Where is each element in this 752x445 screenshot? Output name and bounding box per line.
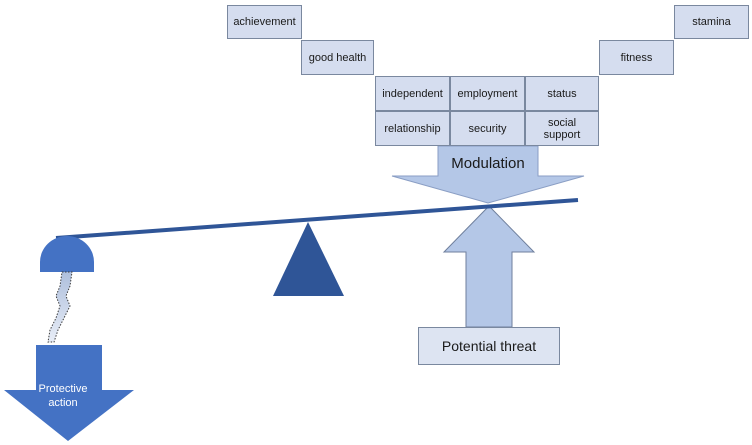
factor-good-health: good health — [301, 40, 374, 75]
modulation-arrow — [391, 145, 585, 204]
factor-status: status — [525, 76, 599, 111]
factor-security: security — [450, 111, 525, 146]
dome-weight — [40, 236, 94, 272]
potential-threat-box: Potential threat — [418, 327, 560, 365]
factor-employment: employment — [450, 76, 525, 111]
factor-relationship: relationship — [375, 111, 450, 146]
protective-action-label: Protective action — [38, 383, 88, 409]
modulation-label: Modulation — [451, 154, 525, 172]
chain-link — [47, 271, 73, 343]
factor-social-support: social support — [525, 111, 599, 146]
potential-threat-arrow — [442, 205, 536, 328]
factor-stamina: stamina — [674, 5, 749, 39]
balance-beam — [55, 198, 579, 240]
factor-achievement: achievement — [227, 5, 302, 39]
protective-action-arrow — [4, 345, 134, 441]
fulcrum-triangle — [273, 222, 344, 296]
factor-independent: independent — [375, 76, 450, 111]
factor-fitness: fitness — [599, 40, 674, 75]
